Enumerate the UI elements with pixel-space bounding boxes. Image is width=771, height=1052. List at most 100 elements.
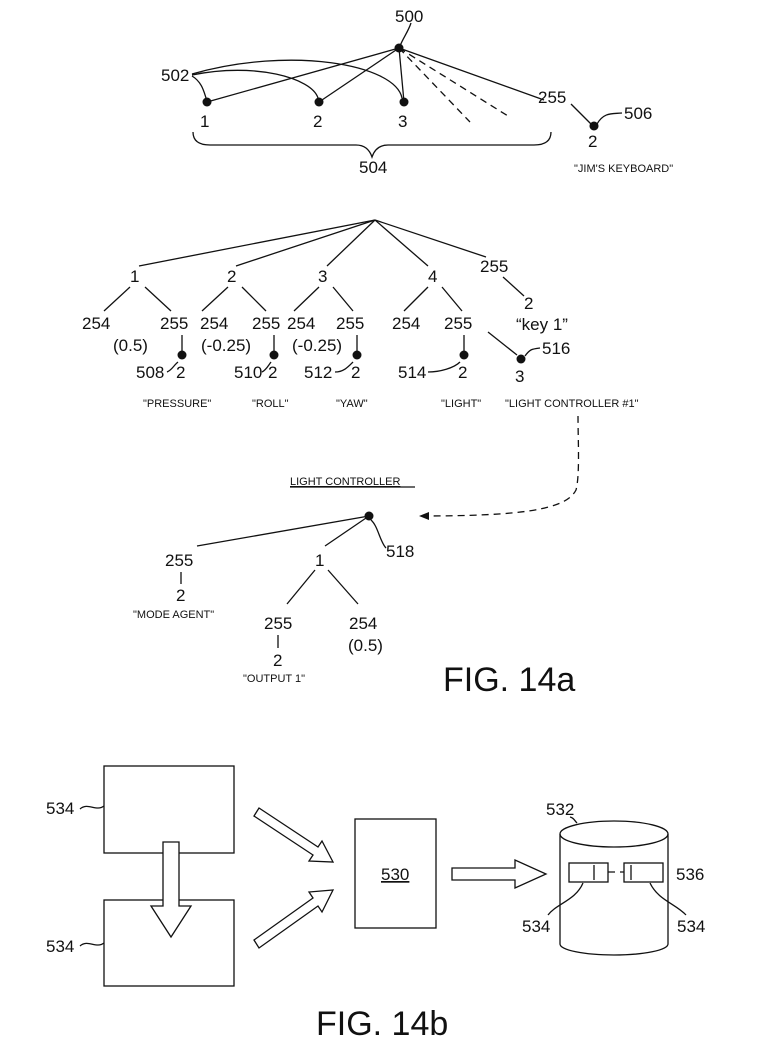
branch-4-label: 4 (428, 267, 437, 286)
branch-1-value: 2 (176, 363, 185, 382)
branch-2-param: (-0.25) (201, 336, 251, 355)
branch-4-right-label: 255 (444, 314, 472, 333)
branch-2-right-label: 255 (252, 314, 280, 333)
controller-value: 3 (515, 367, 524, 386)
controller-name: "LIGHT CONTROLLER #1" (505, 398, 639, 410)
branch-4-left-label: 254 (392, 314, 420, 333)
edge-dashed-2 (398, 47, 509, 117)
branch-4-leader (427, 361, 461, 373)
mode-value: 2 (176, 586, 185, 605)
link-ref: 536 (676, 865, 704, 884)
edge-mid-255 (374, 219, 487, 258)
branch-4-ref: 514 (398, 363, 426, 382)
keyboard-ref-label: 506 (624, 104, 652, 123)
controller-ref: 516 (542, 339, 570, 358)
branch-2-node (269, 350, 279, 360)
arrow-top-to-processor-icon (253, 807, 335, 863)
database-leader (569, 816, 578, 824)
edge-mid-4 (374, 219, 429, 267)
source-bottom-leader (79, 942, 105, 947)
extra-name: “key 1” (516, 315, 568, 334)
sub-right-label: 254 (349, 614, 377, 633)
brace (192, 131, 552, 160)
fig14b: 534 534 530 532 536 534 534 FIG. 14b (46, 765, 705, 1043)
branch-3-left-label: 254 (287, 314, 315, 333)
mode-name: "MODE AGENT" (133, 609, 214, 621)
ref-curve-3 (191, 59, 403, 99)
branch-2-name: "ROLL" (252, 398, 289, 410)
branch-1-leader (166, 361, 179, 373)
controller-node (516, 354, 526, 364)
controller-dashed-arrow (419, 415, 580, 520)
controller-leader (524, 347, 541, 357)
child-label-3: 3 (398, 112, 407, 131)
edge-root-child2 (318, 47, 400, 103)
branch-1-label: 1 (130, 267, 139, 286)
branch-2-ref: 510 (234, 363, 262, 382)
down-arrow-icon (149, 841, 193, 939)
branch-1-node (177, 350, 187, 360)
sub-value: 2 (273, 651, 282, 670)
database-body (559, 834, 669, 956)
extra-edge (502, 276, 525, 297)
edge-mid-2 (235, 219, 376, 267)
mode-label: 255 (165, 551, 193, 570)
branch-2-leader (261, 361, 272, 373)
database-ref: 532 (546, 800, 574, 819)
child-label-2: 2 (313, 112, 322, 131)
source-top-ref: 534 (46, 799, 74, 818)
child-label-1: 1 (200, 112, 209, 131)
source-bottom-ref: 534 (46, 937, 74, 956)
fig14b-caption: FIG. 14b (316, 1005, 448, 1043)
edge-dashed-1 (398, 47, 471, 123)
ref-curve-1 (191, 75, 207, 99)
sub-right-edge (327, 569, 359, 605)
branch-4-left-edge (403, 286, 429, 312)
processor-box (354, 818, 437, 929)
fig14a-caption: FIG. 14a (443, 661, 575, 699)
branch-4-name: "LIGHT" (441, 398, 481, 410)
branch-1-ref: 508 (136, 363, 164, 382)
controller-edge-sub (324, 515, 370, 547)
controller-title: LIGHT CONTROLLER (290, 476, 400, 488)
keyboard-name: "JIM'S KEYBOARD" (574, 163, 673, 175)
edge-root-child1 (206, 47, 400, 103)
processor-label: 530 (381, 865, 409, 884)
ref-curve-2 (191, 69, 319, 99)
branch-4-node (459, 350, 469, 360)
branch-2-left-edge (201, 286, 229, 312)
keyboard-node (589, 121, 599, 131)
controller-root-ref: 518 (386, 542, 414, 561)
source-box-top (103, 765, 235, 854)
keyboard-leader (596, 112, 623, 125)
middle-tree: 1 254 255 (0.5) 2 508 "PRESSURE" 2 254 2… (82, 219, 639, 520)
branch-3-ref: 512 (304, 363, 332, 382)
branch-4-value: 2 (458, 363, 467, 382)
controller-edge (487, 331, 518, 356)
sub-label: 1 (315, 551, 324, 570)
branch-2-value: 2 (268, 363, 277, 382)
extra-value: 2 (524, 294, 533, 313)
database-top (559, 820, 669, 848)
edge-mid-3 (326, 219, 376, 267)
top-tree: 500 502 1 2 3 504 255 506 2 "JIM'S KEYBO… (161, 7, 673, 177)
root-leader (399, 22, 412, 47)
db-item-right-leader (649, 882, 687, 916)
edge-root-child3 (398, 47, 405, 103)
links-ref-label: 502 (161, 66, 189, 85)
branch-3-name: "YAW" (336, 398, 368, 410)
branch-1-name: "PRESSURE" (143, 398, 211, 410)
branch-3-param: (-0.25) (292, 336, 342, 355)
controller-tree: LIGHT CONTROLLER 518 255 2 "MODE AGENT" … (133, 476, 575, 699)
arrow-bottom-to-processor-icon (253, 889, 335, 949)
branch-3-left-edge (293, 286, 320, 312)
child-node-3 (399, 97, 409, 107)
branch-2-right-edge (241, 286, 267, 312)
edge-root-255 (398, 47, 545, 101)
branch-1-right-label: 255 (160, 314, 188, 333)
sub-name: "OUTPUT 1" (243, 673, 305, 685)
sub-left-edge (286, 569, 316, 605)
child-node-1 (202, 97, 212, 107)
branch-3-node (352, 350, 362, 360)
